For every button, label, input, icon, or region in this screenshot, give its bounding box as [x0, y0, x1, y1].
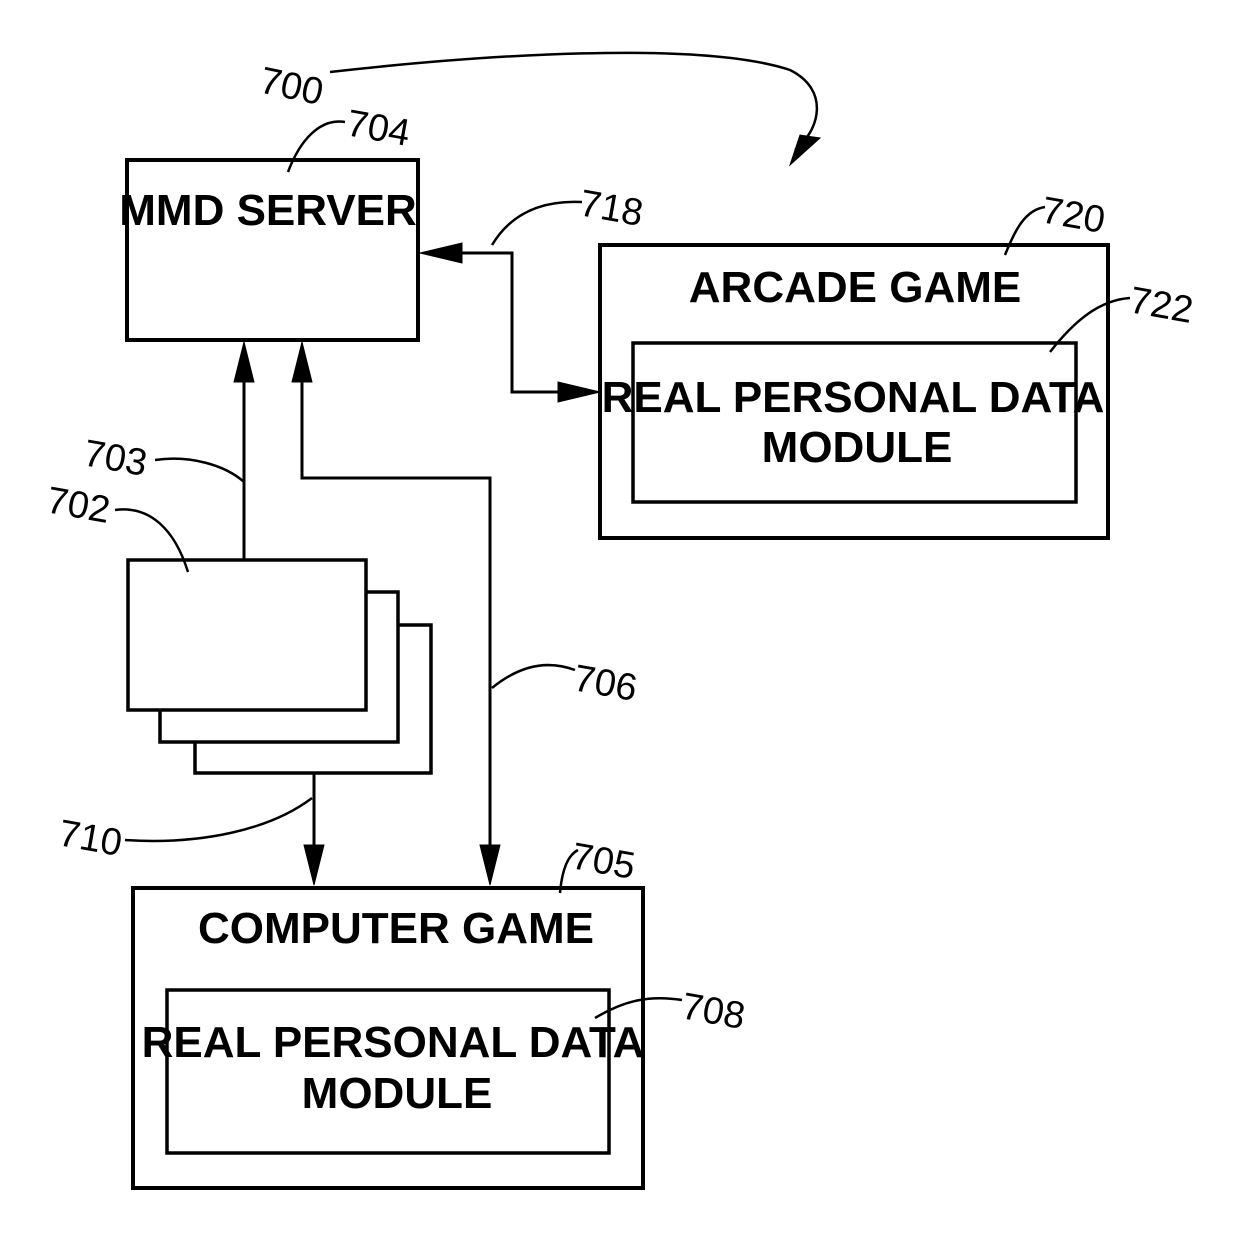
leader-718 — [492, 202, 582, 245]
computer-module-line2: MODULE — [302, 1069, 493, 1118]
computer-game-block: COMPUTER GAME REAL PERSONAL DATA MODULE — [133, 888, 644, 1188]
arrowhead-700 — [790, 135, 820, 165]
mmd-server-block: MMD SERVER — [119, 160, 418, 340]
computer-game-label: COMPUTER GAME — [198, 904, 594, 953]
ref-705: 705 — [568, 836, 638, 888]
leader-703 — [155, 459, 244, 482]
leader-710 — [125, 798, 312, 841]
ref-706: 706 — [570, 658, 640, 710]
mmd-server-label: MMD SERVER — [119, 186, 416, 235]
arcade-game-block: ARCADE GAME REAL PERSONAL DATA MODULE — [600, 245, 1108, 538]
ref-702: 702 — [43, 480, 113, 532]
arcade-game-label: ARCADE GAME — [689, 263, 1021, 312]
arrowhead-710 — [304, 845, 324, 885]
link-718 — [435, 253, 580, 392]
ref-703: 703 — [80, 433, 150, 485]
ref-718: 718 — [576, 183, 646, 235]
arrowhead-703 — [234, 342, 254, 382]
ref-704: 704 — [343, 103, 413, 155]
media-stack — [128, 560, 431, 773]
arrowhead-706-server — [292, 342, 312, 382]
media-card-front — [128, 560, 366, 710]
arcade-module-line1: REAL PERSONAL DATA — [602, 373, 1105, 422]
arrowhead-718-server — [420, 243, 462, 263]
arcade-module-line2: MODULE — [762, 423, 953, 472]
ref-720: 720 — [1038, 190, 1108, 242]
ref-700: 700 — [256, 60, 327, 114]
arrowhead-718-arcade — [558, 382, 600, 402]
leader-706 — [492, 665, 575, 688]
arrowhead-706-computer — [480, 845, 500, 885]
ref-708: 708 — [678, 986, 748, 1038]
computer-module-line1: REAL PERSONAL DATA — [142, 1018, 645, 1067]
ref-722: 722 — [1126, 280, 1196, 332]
ref-710: 710 — [55, 813, 125, 865]
